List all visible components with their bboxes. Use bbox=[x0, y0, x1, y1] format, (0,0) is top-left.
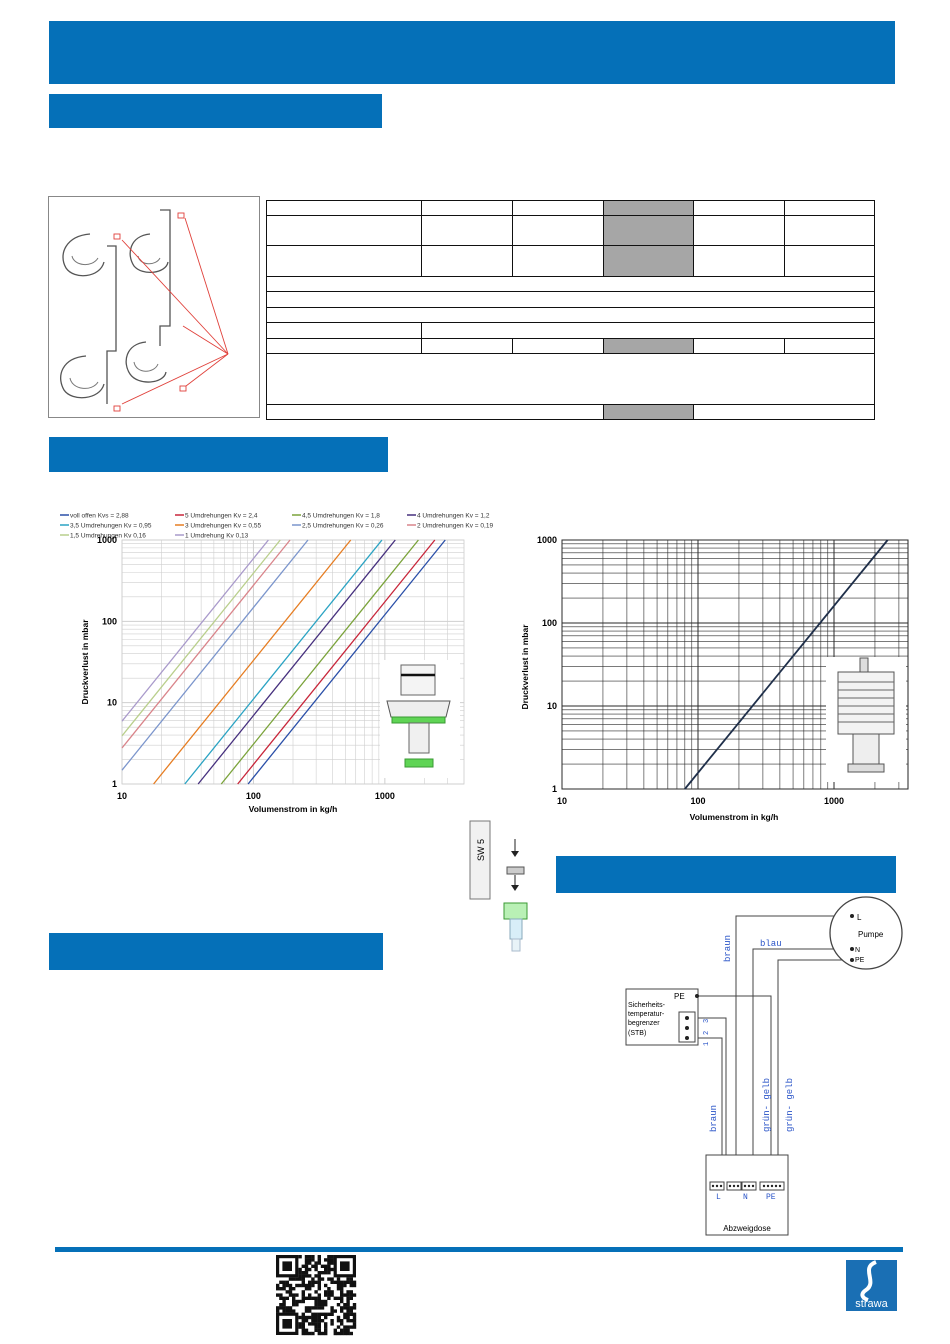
y-tick-label: 1 bbox=[552, 784, 557, 794]
strawa-logo: strawa bbox=[846, 1260, 897, 1311]
strawa-logo-text: strawa bbox=[855, 1298, 888, 1310]
box-terminal-n: N bbox=[743, 1193, 748, 1202]
series-line bbox=[197, 539, 396, 785]
stb-title-4: (STB) bbox=[628, 1030, 646, 1037]
series-line bbox=[184, 539, 383, 785]
qr-code bbox=[276, 1255, 357, 1336]
stb-terminal-1: 1 bbox=[703, 1042, 711, 1046]
legend-label: voll offen Kvs = 2,88 bbox=[70, 513, 129, 520]
thermostat-head-image bbox=[826, 657, 906, 782]
spec-table bbox=[266, 200, 875, 420]
pump-terminal-l: L bbox=[857, 913, 862, 922]
series-line bbox=[121, 539, 309, 771]
legend-label: 4,5 Umdrehungen Kv = 1,8 bbox=[302, 513, 380, 520]
stb-pe-label: PE bbox=[674, 992, 685, 1001]
wire-label-braun-bottom: braun bbox=[709, 1105, 719, 1132]
pump-label: Pumpe bbox=[858, 930, 884, 939]
x-tick-label: 100 bbox=[690, 796, 705, 806]
valve-insert-image bbox=[380, 660, 460, 778]
x-tick-label: 10 bbox=[117, 791, 127, 801]
box-terminal-pe: PE bbox=[766, 1193, 776, 1202]
legend-label: 3,5 Umdrehungen Kv = 0,95 bbox=[70, 523, 152, 530]
y-tick-label: 10 bbox=[547, 701, 557, 711]
series-line bbox=[153, 539, 352, 785]
legend-label: 1,5 Umdrehungen Kv 0,16 bbox=[70, 533, 146, 540]
wiring-diagram: L N PE Pumpe PE Sicherheits- temperatur-… bbox=[625, 896, 903, 1236]
y-tick-label: 1 bbox=[112, 779, 117, 789]
pump-terminal-pe: PE bbox=[855, 957, 865, 964]
series-line bbox=[121, 539, 269, 722]
hex-key-illustration: SW 5 bbox=[469, 820, 528, 952]
wire-label-blau: blau bbox=[760, 939, 782, 949]
section-heading-3 bbox=[49, 933, 383, 970]
y-tick-label: 1000 bbox=[537, 535, 557, 545]
x-tick-label: 100 bbox=[246, 791, 261, 801]
wire-label-gruengelb-2: grün- gelb bbox=[785, 1078, 795, 1132]
wire-label-braun-top: braun bbox=[723, 935, 733, 962]
chart2-xlabel: Volumenstrom in kg/h bbox=[690, 812, 779, 822]
stb-title-2: temperatur- bbox=[628, 1011, 665, 1018]
legend-label: 2,5 Umdrehungen Kv = 0,26 bbox=[302, 523, 384, 530]
series-line bbox=[684, 539, 889, 790]
stb-title-1: Sicherheits- bbox=[628, 1002, 666, 1009]
legend-label: 4 Umdrehungen Kv = 1,2 bbox=[417, 513, 490, 520]
box-label: Abzweigdose bbox=[723, 1224, 771, 1233]
legend-label: 5 Umdrehungen Kv = 2,4 bbox=[185, 513, 258, 520]
section-heading-2 bbox=[49, 437, 388, 472]
x-tick-label: 1000 bbox=[824, 796, 844, 806]
chart1-ylabel: Druckverlust in mbar bbox=[80, 619, 90, 705]
pump-terminal-n: N bbox=[855, 947, 860, 954]
hex-key-label: SW 5 bbox=[476, 839, 486, 861]
legend-label: 1 Umdrehung Kv 0,13 bbox=[185, 533, 249, 540]
x-tick-label: 10 bbox=[557, 796, 567, 806]
series-line bbox=[121, 539, 281, 737]
legend-label: 2 Umdrehungen Kv = 0,19 bbox=[417, 523, 493, 530]
pressure-loss-chart-valve: voll offen Kvs = 2,88 5 Umdrehungen Kv = … bbox=[60, 513, 493, 814]
series-line bbox=[220, 539, 419, 785]
series-line bbox=[121, 539, 291, 749]
series-line bbox=[247, 539, 446, 785]
y-tick-label: 10 bbox=[107, 698, 117, 708]
box-terminal-l: L bbox=[716, 1193, 721, 1202]
chart1-xlabel: Volumenstrom in kg/h bbox=[249, 804, 338, 814]
footer-rule bbox=[55, 1247, 903, 1252]
title-banner bbox=[49, 21, 895, 84]
section-heading-4 bbox=[556, 856, 896, 893]
chart2-ylabel: Druckverlust in mbar bbox=[520, 624, 530, 710]
section-heading-1 bbox=[49, 94, 382, 128]
wire-label-gruengelb-1: grün- gelb bbox=[762, 1078, 772, 1132]
stb-title-3: begrenzer bbox=[628, 1020, 660, 1027]
stb-terminal-3: 3 bbox=[703, 1019, 711, 1023]
x-tick-label: 1000 bbox=[375, 791, 395, 801]
y-tick-label: 100 bbox=[542, 618, 557, 628]
y-tick-label: 100 bbox=[102, 616, 117, 626]
series-line bbox=[237, 539, 436, 785]
legend-label: 3 Umdrehungen Kv = 0,55 bbox=[185, 523, 261, 530]
y-tick-label: 1000 bbox=[97, 535, 117, 545]
mounting-drawing bbox=[48, 196, 260, 418]
stb-terminal-2: 2 bbox=[703, 1031, 711, 1035]
